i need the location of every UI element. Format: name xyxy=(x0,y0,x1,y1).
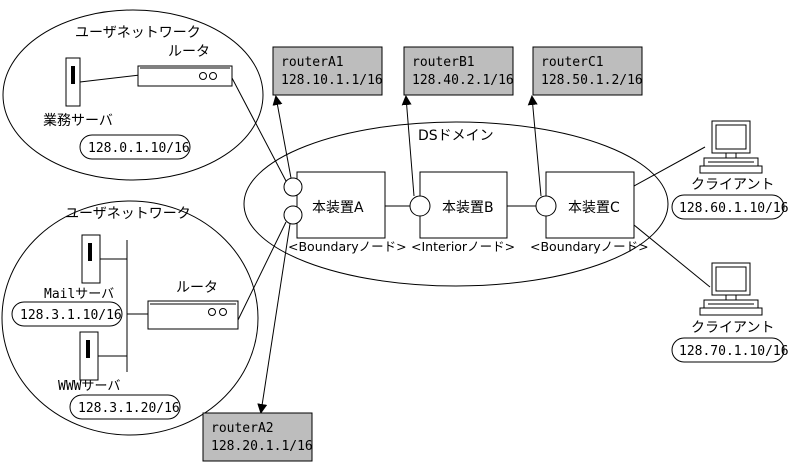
device-a-box xyxy=(296,171,386,239)
arrow-to-router-b1 xyxy=(401,95,415,197)
arrow-to-router-a1 xyxy=(272,95,292,179)
router-a2-name: routerA2 xyxy=(211,421,274,436)
mail-server-icon xyxy=(81,234,101,284)
business-server-icon xyxy=(65,57,81,107)
device-b-box xyxy=(419,171,508,239)
client1-address: 128.60.1.10/16 xyxy=(679,201,789,216)
interface-a-upper xyxy=(283,177,303,197)
www-server-address-box xyxy=(69,394,181,420)
business-server-address-box xyxy=(79,134,191,160)
router-c1-box xyxy=(532,46,643,96)
router-bottom-icon xyxy=(147,300,239,330)
router-b1-box xyxy=(403,46,514,96)
router-a1-box xyxy=(272,46,383,96)
router-a2-address: 128.20.1.1/16 xyxy=(211,439,313,454)
user-network-top-boundary xyxy=(2,9,264,181)
client1-label: クライアント xyxy=(691,177,774,193)
link-router-top-to-a xyxy=(231,77,287,182)
business-server-address: 128.0.1.10/16 xyxy=(88,141,190,156)
router-a1-address: 128.10.1.1/16 xyxy=(281,73,383,88)
client2-address-box xyxy=(671,337,785,363)
mail-server-address: 128.3.1.10/16 xyxy=(20,308,122,323)
interior-node-label: <Interiorノード> xyxy=(411,239,515,254)
boundary-node-left-label: <Boundaryノード> xyxy=(288,239,407,254)
client2-computer-icon xyxy=(699,262,763,316)
user-network-bottom-title: ユーザネットワーク xyxy=(65,206,191,222)
www-server-icon xyxy=(79,331,99,381)
router-a1-name: routerA1 xyxy=(281,55,344,70)
ds-domain-boundary xyxy=(243,121,669,287)
client2-label: クライアント xyxy=(691,320,774,336)
mail-server-label: Mailサーバ xyxy=(44,287,114,302)
link-router-bottom-to-a xyxy=(237,221,287,321)
www-server-address: 128.3.1.20/16 xyxy=(78,401,180,416)
router-top-icon xyxy=(137,65,233,87)
client2-address: 128.70.1.10/16 xyxy=(679,344,789,359)
device-c-label: 本装置C xyxy=(568,200,620,216)
boundary-node-right-label: <Boundaryノード> xyxy=(530,239,649,254)
link-server-router-top xyxy=(79,74,141,83)
router-a2-box xyxy=(202,412,313,462)
link-c-client1 xyxy=(633,146,706,187)
device-a-label: 本装置A xyxy=(312,200,364,216)
link-c-client2 xyxy=(633,224,711,288)
interface-a-lower xyxy=(283,205,303,225)
user-network-bottom-boundary xyxy=(1,200,259,436)
router-bottom-label: ルータ xyxy=(176,280,218,296)
router-c1-address: 128.50.1.2/16 xyxy=(541,73,643,88)
client1-computer-icon xyxy=(699,120,763,174)
client1-address-box xyxy=(671,194,785,220)
router-b1-address: 128.40.2.1/16 xyxy=(412,73,514,88)
interface-c-left xyxy=(535,195,557,217)
router-b1-name: routerB1 xyxy=(412,55,475,70)
ds-domain-title: DSドメイン xyxy=(418,128,494,144)
www-server-label: WWWサーバ xyxy=(58,379,120,394)
user-network-top-title: ユーザネットワーク xyxy=(75,25,201,41)
interface-b-left xyxy=(409,195,431,217)
arrow-to-router-c1 xyxy=(527,95,542,197)
router-top-label: ルータ xyxy=(168,44,210,60)
arrow-to-router-a2 xyxy=(257,223,291,414)
device-c-box xyxy=(545,171,635,239)
mail-server-address-box xyxy=(11,301,123,327)
business-server-label: 業務サーバ xyxy=(43,113,113,129)
router-c1-name: routerC1 xyxy=(541,55,604,70)
device-b-label: 本装置B xyxy=(442,200,494,216)
